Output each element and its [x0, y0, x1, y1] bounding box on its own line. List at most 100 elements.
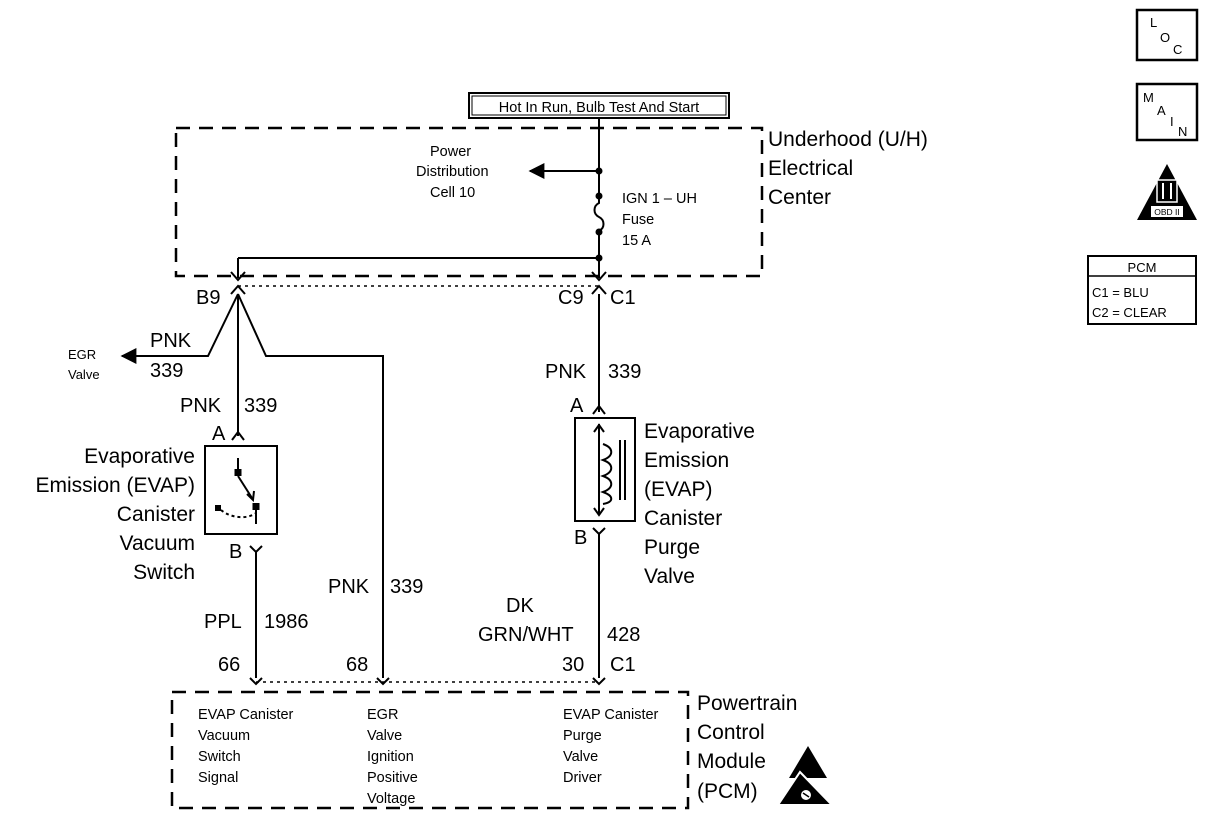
pcm-driver-line-4: Driver [563, 770, 602, 786]
driver-wire-color-line-2: GRN/WHT [478, 624, 574, 646]
vacuum-switch-contacts [215, 458, 260, 524]
wire-egr-valve [120, 293, 239, 364]
vac-wire-circuit: 339 [244, 395, 277, 417]
purge-valve-pin-a: A [570, 395, 584, 417]
pcm-label-line-1: Powertrain [697, 692, 797, 715]
signal-wire-circuit: 1986 [264, 611, 309, 633]
pcm-conn-label: C1 [610, 654, 636, 676]
power-distribution-line-3: Cell 10 [430, 185, 475, 201]
pcm-label-line-4: (PCM) [697, 780, 758, 803]
purge-valve-pin-b: B [574, 527, 587, 549]
pcm-signal-line-1: EVAP Canister [198, 707, 294, 723]
driver-wire-color-line-1: DK [506, 595, 534, 617]
pcm-egr-line-4: Positive [367, 770, 418, 786]
vacuum-switch-line-2: Emission (EVAP) [36, 474, 195, 497]
uh-center-boundary [174, 126, 764, 278]
fuse-symbol [593, 192, 605, 236]
pcm-label-line-3: Module [697, 750, 766, 773]
obd-ii-label: OBD II [1154, 207, 1180, 217]
pcm-legend: PCM C1 = BLU C2 = CLEAR [1087, 255, 1197, 325]
loc-letter-o: O [1160, 30, 1170, 45]
purge-valve-pin-a-terminal [592, 404, 606, 415]
connector-c9-conn-label: C1 [610, 287, 636, 309]
egr-wire-color: PNK [150, 330, 192, 352]
connector-c9-label: C9 [558, 287, 584, 309]
vacuum-switch-line-3: Canister [117, 503, 195, 526]
vacuum-switch-pin-b: B [229, 541, 242, 563]
fuse-line-1: IGN 1 – UH [622, 191, 697, 207]
power-distribution-line-2: Distribution [416, 164, 489, 180]
pcm-legend-title: PCM [1128, 260, 1157, 275]
egr-wire-circuit: 339 [150, 360, 183, 382]
feed-label-box: Hot In Run, Bulb Test And Start [468, 92, 730, 119]
pcm-signal-line-2: Vacuum [198, 728, 250, 744]
purge-valve-line-3: (EVAP) [644, 478, 712, 501]
driver-wire-circuit: 428 [607, 624, 640, 646]
loc-letter-l: L [1150, 15, 1157, 30]
uh-center-line-2: Electrical [768, 157, 853, 180]
esd-warning-icon [776, 746, 835, 806]
pcm-legend-row-1: C1 = BLU [1092, 285, 1149, 300]
connector-b9-label: B9 [196, 287, 220, 309]
pcm-driver-line-2: Purge [563, 728, 602, 744]
pcm-egr-line-5: Voltage [367, 791, 415, 807]
pcm-pin-66-label: 66 [218, 654, 240, 676]
pcm-egr-line-2: Valve [367, 728, 402, 744]
purge-valve-line-1: Evaporative [644, 420, 755, 443]
vac-wire-color: PNK [180, 395, 222, 417]
purge-valve-line-6: Valve [644, 565, 695, 588]
vacuum-switch-pin-b-terminal [249, 545, 263, 554]
vacuum-switch-line-4: Vacuum [120, 532, 195, 555]
pcm68-wire-color: PNK [328, 576, 370, 598]
fuse-line-2: Fuse [622, 212, 654, 228]
fuse-line-3: 15 A [622, 233, 651, 249]
pcm-pin-66-terminal [249, 677, 263, 686]
main-letter-m: M [1143, 90, 1154, 105]
main-letter-i: I [1170, 114, 1174, 129]
purge-wire-color: PNK [545, 361, 587, 383]
main-letter-a: A [1157, 103, 1166, 118]
pcm68-wire-circuit: 339 [390, 576, 423, 598]
pcm-signal-line-3: Switch [198, 749, 241, 765]
purge-valve-pin-b-terminal [592, 527, 606, 536]
pcm-boundary [170, 690, 690, 810]
purge-wire-circuit: 339 [608, 361, 641, 383]
pcm-pin-30-terminal [592, 677, 606, 686]
power-distribution-line-1: Power [430, 144, 471, 160]
pcm-driver-line-3: Valve [563, 749, 598, 765]
wire-pcm-68 [237, 293, 384, 678]
vacuum-switch-line-5: Switch [133, 561, 195, 584]
pcm-driver-line-1: EVAP Canister [563, 707, 659, 723]
pcm-egr-line-1: EGR [367, 707, 398, 723]
purge-valve-line-4: Canister [644, 507, 722, 530]
vacuum-switch-line-1: Evaporative [84, 445, 195, 468]
pcm-egr-line-3: Ignition [367, 749, 414, 765]
purge-valve-line-2: Emission [644, 449, 729, 472]
connector-b9-female [230, 271, 246, 282]
pcm-legend-row-2: C2 = CLEAR [1092, 305, 1167, 320]
egr-valve-line-1: EGR [68, 347, 96, 362]
vacuum-switch-pin-a: A [212, 423, 226, 445]
feed-label: Hot In Run, Bulb Test And Start [499, 100, 699, 116]
connector-b9-male [230, 284, 246, 295]
loc-button[interactable]: L O C [1135, 8, 1199, 62]
egr-valve-line-2: Valve [68, 367, 100, 382]
purge-valve-line-5: Purge [644, 536, 700, 559]
uh-center-line-3: Center [768, 186, 831, 209]
pcm-pin-68-label: 68 [346, 654, 368, 676]
signal-wire-color: PPL [204, 611, 242, 633]
connector-c9-female [591, 271, 607, 282]
vacuum-switch-body [204, 445, 278, 535]
pcm-signal-line-4: Signal [198, 770, 238, 786]
pcm-label-line-2: Control [697, 721, 765, 744]
obd-ii-button[interactable]: OBD II [1137, 164, 1197, 220]
loc-letter-c: C [1173, 42, 1182, 57]
pcm-pin-30-label: 30 [562, 654, 584, 676]
main-letter-n: N [1178, 124, 1187, 139]
pcm-pin-68-terminal [376, 677, 390, 686]
main-button[interactable]: M A I N [1135, 82, 1199, 142]
connector-c9-male [591, 284, 607, 295]
vacuum-switch-pin-a-terminal [231, 430, 245, 441]
purge-valve-solenoid [593, 423, 626, 517]
